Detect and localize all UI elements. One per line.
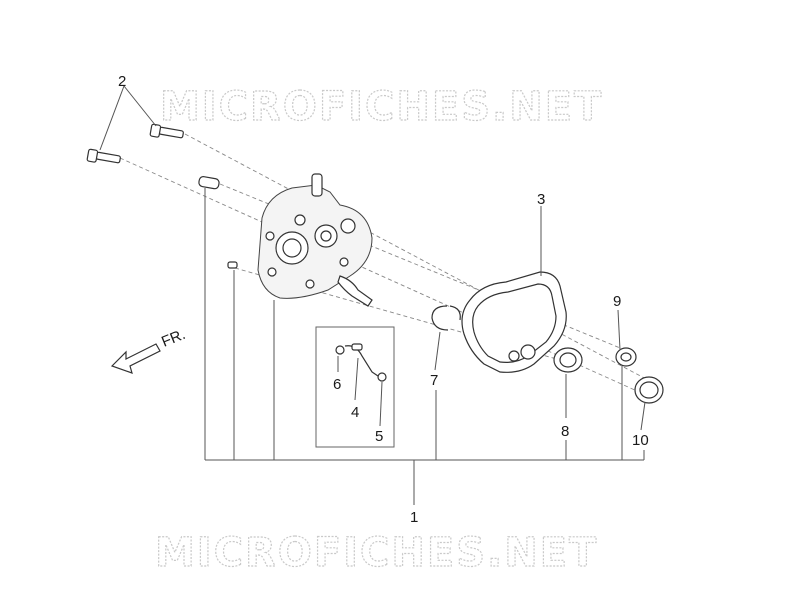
callout-4: 4: [351, 404, 359, 421]
front-direction-label: FR.: [159, 326, 188, 351]
callout-5: 5: [375, 428, 383, 445]
oil-seal: [634, 376, 664, 404]
bolt-upper: [149, 123, 184, 139]
callout-7: 7: [430, 372, 438, 389]
gasket: [461, 271, 567, 373]
bearing: [553, 347, 583, 373]
dowel-pin: [198, 176, 220, 190]
callout-8: 8: [561, 423, 569, 440]
breather-hose: [335, 343, 387, 382]
callout-6: 6: [333, 376, 341, 393]
watermark-top: MICROFICHES.NET: [160, 84, 603, 130]
small-pin: [227, 261, 238, 269]
leader-lines: [99, 85, 646, 505]
bolt-lower: [86, 148, 121, 164]
callout-10: 10: [632, 432, 649, 449]
transmission-cover: [257, 173, 373, 307]
callout-9: 9: [613, 293, 621, 310]
callout-3: 3: [537, 191, 545, 208]
hose-kit-box: [315, 326, 395, 448]
callout-2: 2: [118, 73, 126, 90]
front-direction-arrow-icon: [110, 343, 161, 374]
circlip: [431, 305, 461, 331]
callout-1: 1: [410, 509, 418, 526]
callout-labels: 1 2 3 4 5 6 7 8 9 10: [118, 73, 649, 526]
watermark-bottom: MICROFICHES.NET: [155, 530, 598, 576]
small-bearing: [615, 347, 637, 367]
